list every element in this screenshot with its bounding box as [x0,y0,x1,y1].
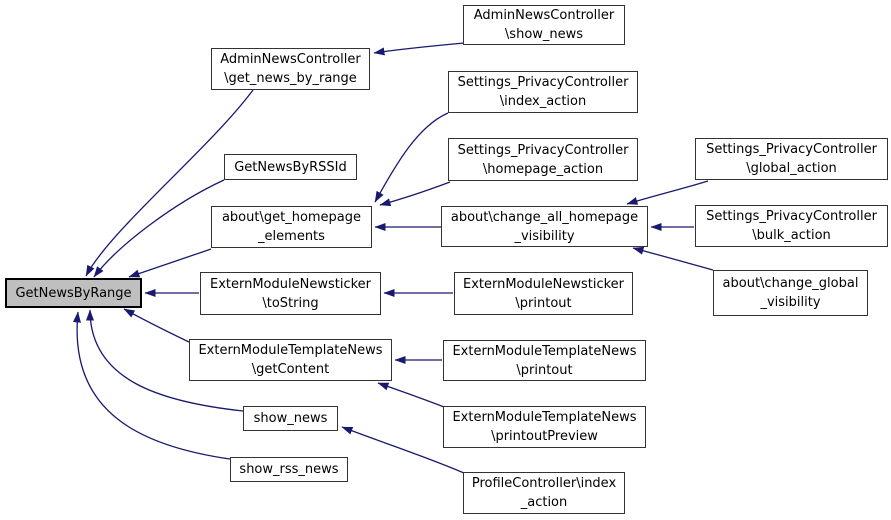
edge-admin-show-news--to--admin-get-news-by-range [373,42,465,56]
edge-template-printoutpreview--to--template-getcontent [377,382,445,408]
node-about-change-global-visibility[interactable]: about\change_global _visibility [713,270,868,316]
node-show-news[interactable]: show_news [243,406,338,431]
node-settings-homepage-action[interactable]: Settings_PrivacyController \homepage_act… [448,138,638,181]
node-get-news-by-range: GetNewsByRange [5,278,142,308]
edge-about-change-global-visibility--to--about-change-all-homepage-visibility [632,246,714,271]
node-about-get-homepage-elements[interactable]: about\get_homepage _elements [211,206,372,248]
node-show-rss-news[interactable]: show_rss_news [230,457,348,482]
node-about-change-all-homepage-visibility[interactable]: about\change_all_homepage _visibility [441,206,648,247]
node-newsticker-printout[interactable]: ExternModuleNewsticker \printout [454,272,633,315]
node-admin-show-news[interactable]: AdminNewsController \show_news [463,5,625,45]
node-admin-get-news-by-range[interactable]: AdminNewsController \get_news_by_range [211,48,370,90]
node-get-news-by-rssid[interactable]: GetNewsByRSSId [224,154,357,180]
node-settings-bulk-action[interactable]: Settings_PrivacyController \bulk_action [695,205,888,247]
edge-settings-homepage-action--to--about-get-homepage-elements [379,181,451,207]
node-template-getcontent[interactable]: ExternModuleTemplateNews \getContent [189,339,392,381]
node-template-printoutpreview[interactable]: ExternModuleTemplateNews \printoutPrevie… [443,406,646,448]
node-newsticker-tostring[interactable]: ExternModuleNewsticker \toString [200,272,381,315]
edge-settings-global-action--to--about-change-all-homepage-visibility [626,180,709,205]
edge-get-news-by-rssid--to--get-news-by-range [93,179,225,278]
edge-template-getcontent--to--get-news-by-range [123,308,190,343]
edge-show-rss-news--to--get-news-by-range [72,311,231,460]
edge-settings-index-action--to--about-get-homepage-elements [374,112,449,203]
edge-admin-get-news-by-range--to--get-news-by-range [85,89,254,277]
node-profile-index-action[interactable]: ProfileController\index _action [463,472,625,514]
edge-about-get-homepage-elements--to--get-news-by-range [128,248,212,278]
node-settings-global-action[interactable]: Settings_PrivacyController \global_actio… [695,138,888,180]
node-template-printout[interactable]: ExternModuleTemplateNews \printout [443,340,646,381]
node-settings-index-action[interactable]: Settings_PrivacyController \index_action [448,71,638,113]
